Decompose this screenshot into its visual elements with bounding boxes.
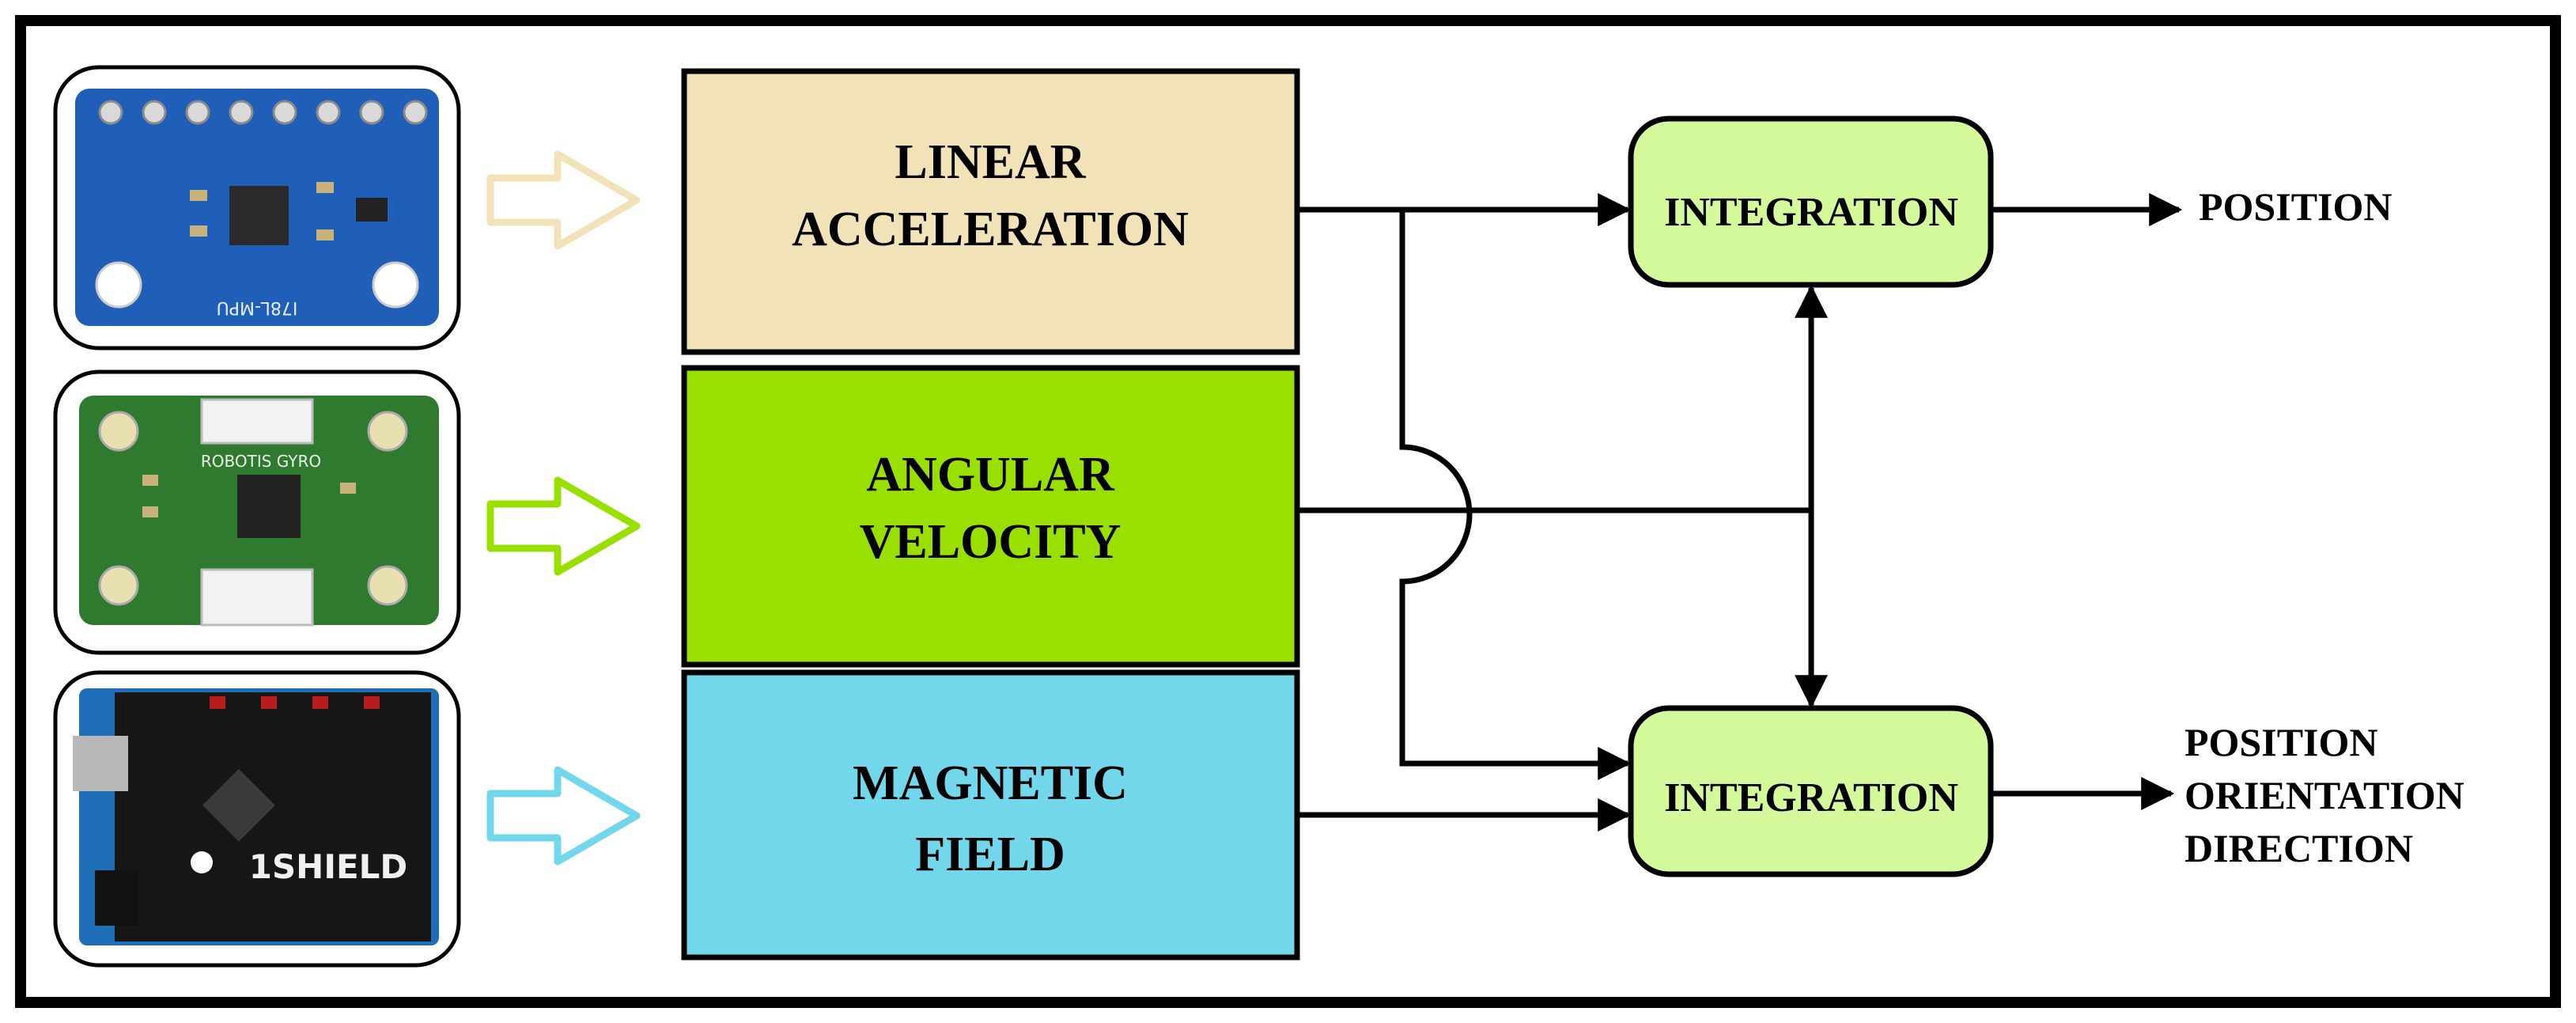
linear-block-line1: LINEAR <box>895 135 1086 189</box>
sensor-panel-accelerometer: I78L-MPU <box>53 65 461 350</box>
accelerometer-silk-label: I78L-MPU <box>217 297 298 317</box>
sensor-panel-gyro: ROBOTIS GYRO <box>53 369 461 655</box>
linear-acceleration-block <box>681 68 1300 355</box>
angular-velocity-block <box>681 365 1300 668</box>
input-arrow-angular <box>486 476 641 576</box>
shield-silk-label: 1SHIELD <box>249 847 408 886</box>
output-top-label: POSITION <box>2199 184 2393 229</box>
sensor-panel-shield: 1SHIELD <box>53 670 461 968</box>
linear-block-line2: ACCELERATION <box>792 203 1189 256</box>
input-arrow-magnetic <box>486 766 641 866</box>
output-bottom-line2: ORIENTATION <box>2184 773 2464 817</box>
output-bottom-line1: POSITION <box>2184 720 2378 764</box>
output-bottom-line3: DIRECTION <box>2184 826 2413 870</box>
input-arrow-linear <box>486 150 641 250</box>
integration-top-label: INTEGRATION <box>1664 190 1958 235</box>
magnetic-block-line2: FIELD <box>915 828 1065 881</box>
integration-bottom-label: INTEGRATION <box>1664 775 1958 820</box>
angular-block-line2: VELOCITY <box>860 515 1122 569</box>
magnetic-block-line1: MAGNETIC <box>853 756 1128 810</box>
gyro-silk-label: ROBOTIS GYRO <box>201 452 321 471</box>
angular-block-line1: ANGULAR <box>866 448 1115 502</box>
connector-linear-branch-hop <box>1399 210 1632 780</box>
magnetic-field-block <box>681 669 1300 960</box>
